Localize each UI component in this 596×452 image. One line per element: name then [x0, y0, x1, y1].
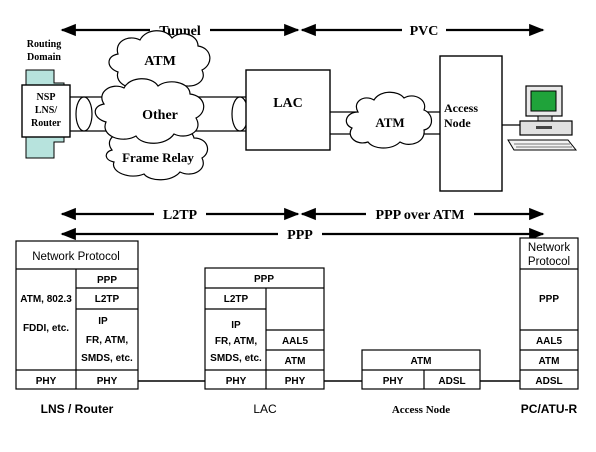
an-adsl: ADSL [438, 376, 465, 387]
routing-domain-label-2: Domain [27, 52, 61, 63]
pc-atm: ATM [539, 356, 560, 367]
access-node-stack [361, 349, 481, 390]
lns-stack-labels: Network Protocol PPP ATM, 802.3 FDDI, et… [20, 251, 133, 387]
access-label: Access [444, 101, 478, 115]
lac-phy-right: PHY [285, 376, 306, 387]
cloud-frame-relay-label: Frame Relay [122, 150, 194, 165]
ppp-arrow: PPP [60, 225, 545, 243]
ppp-over-atm-arrow: PPP over ATM [300, 205, 545, 223]
node-label: Node [444, 116, 471, 130]
lac-phy-left: PHY [226, 376, 247, 387]
pvc-cloud-atm-label: ATM [375, 115, 404, 130]
access-node-box: Access Node [439, 55, 503, 192]
lac-atm: ATM [285, 356, 306, 367]
nsp-label: NSP [37, 92, 56, 103]
lns-ppp: PPP [97, 275, 117, 286]
monitor-screen [530, 90, 557, 112]
lns-phy-right: PHY [97, 376, 118, 387]
ppp-label: PPP [287, 228, 313, 243]
lac-aal5: AAL5 [282, 336, 309, 347]
an-phy: PHY [383, 376, 404, 387]
pvc-arrow: PVC [300, 21, 545, 39]
frame-relay-cloud: Frame Relay [105, 125, 209, 181]
caption-access-node: Access Node [392, 404, 450, 416]
lac-box: LAC [245, 69, 331, 151]
lns-label: LNS/ [35, 105, 57, 116]
computer-icon [507, 85, 578, 151]
caption-lac: LAC [253, 402, 277, 416]
pc-protocol-label: Protocol [528, 256, 570, 268]
lac-ppp: PPP [254, 274, 274, 285]
lac-l2tp: L2TP [224, 294, 249, 305]
pc-stack [519, 237, 579, 390]
pc-network-label: Network [528, 242, 570, 254]
lac-ip: IP [231, 320, 241, 331]
access-node-stack-labels: ATM PHY ADSL [383, 356, 466, 387]
routing-domain-label-1: Routing [27, 39, 61, 50]
lac-smds: SMDS, etc. [210, 353, 262, 364]
l2tp-label: L2TP [163, 208, 198, 223]
pvc-label: PVC [410, 24, 439, 39]
lns-stack [15, 240, 139, 390]
caption-lns-router: LNS / Router [41, 402, 114, 416]
pc-adsl: ADSL [535, 376, 562, 387]
nsp-router-box: NSP LNS/ Router [21, 69, 71, 159]
other-cloud: Other [94, 78, 205, 144]
lns-fr-atm: FR, ATM, [86, 335, 128, 346]
lns-ip: IP [98, 316, 108, 327]
ppp-over-atm-label: PPP over ATM [376, 208, 465, 223]
pc-aal5: AAL5 [536, 336, 563, 347]
lns-fddi: FDDI, etc. [23, 323, 69, 334]
lns-smds: SMDS, etc. [81, 353, 133, 364]
lns-phy-left: PHY [36, 376, 57, 387]
l2tp-arrow: L2TP [60, 205, 300, 223]
atm-cloud: ATM [108, 30, 211, 93]
caption-pc-atu-r: PC/ATU-R [521, 402, 578, 416]
an-atm: ATM [411, 356, 432, 367]
pc-stack-labels: Network Protocol PPP AAL5 ATM ADSL [528, 242, 570, 387]
lns-l2tp: L2TP [95, 294, 120, 305]
lns-atm-8023: ATM, 802.3 [20, 294, 72, 305]
pc-ppp: PPP [539, 294, 559, 305]
lac-stack [204, 267, 325, 390]
lns-network-protocol: Network Protocol [32, 251, 120, 263]
lac-fr-atm: FR, ATM, [215, 336, 257, 347]
lac-label: LAC [273, 96, 303, 111]
pvc-atm-cloud: ATM [345, 91, 433, 149]
router-label: Router [31, 118, 62, 129]
cloud-atm-label: ATM [144, 54, 176, 69]
cloud-other-label: Other [142, 108, 178, 123]
lac-stack-labels: PPP L2TP IP FR, ATM, SMDS, etc. AAL5 ATM… [210, 274, 308, 387]
